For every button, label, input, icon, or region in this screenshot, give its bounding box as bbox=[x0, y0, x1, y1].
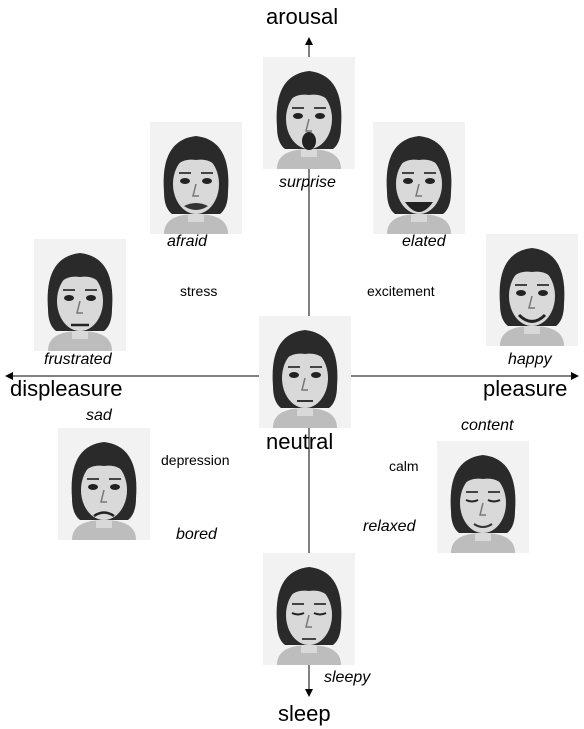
axis-label-sleep: sleep bbox=[278, 703, 331, 725]
face-surprise bbox=[263, 57, 355, 169]
label-sad: sad bbox=[86, 408, 112, 424]
label-content: content bbox=[461, 418, 513, 434]
face-portrait-elated bbox=[373, 122, 465, 234]
face-portrait-frustrated bbox=[34, 239, 126, 351]
label-bored: bored bbox=[176, 527, 217, 543]
region-depression: depression bbox=[161, 453, 230, 467]
label-sleepy: sleepy bbox=[324, 670, 370, 686]
label-afraid: afraid bbox=[167, 234, 207, 250]
face-neutral bbox=[259, 316, 351, 428]
face-portrait-sleepy bbox=[263, 553, 355, 665]
face-portrait-neutral bbox=[259, 316, 351, 428]
region-calm: calm bbox=[389, 459, 419, 473]
face-sleepy bbox=[263, 553, 355, 665]
label-relaxed: relaxed bbox=[363, 519, 415, 535]
face-afraid bbox=[150, 122, 242, 234]
axis-label-displeasure: displeasure bbox=[10, 378, 123, 400]
face-portrait-sad bbox=[58, 428, 150, 540]
region-excitement: excitement bbox=[367, 284, 435, 298]
face-portrait-surprise bbox=[263, 57, 355, 169]
face-portrait-relaxed bbox=[437, 441, 529, 553]
region-stress: stress bbox=[180, 284, 217, 298]
axis-label-pleasure: pleasure bbox=[483, 378, 567, 400]
label-surprise: surprise bbox=[279, 175, 336, 191]
face-portrait-afraid bbox=[150, 122, 242, 234]
label-frustrated: frustrated bbox=[44, 352, 112, 368]
face-frustrated bbox=[34, 239, 126, 351]
label-happy: happy bbox=[508, 352, 552, 368]
face-elated bbox=[373, 122, 465, 234]
face-portrait-happy bbox=[486, 234, 578, 346]
center-label-neutral: neutral bbox=[266, 431, 333, 453]
face-sad bbox=[58, 428, 150, 540]
label-elated: elated bbox=[402, 234, 446, 250]
face-relaxed bbox=[437, 441, 529, 553]
axis-label-arousal: arousal bbox=[266, 6, 338, 28]
face-happy bbox=[486, 234, 578, 346]
